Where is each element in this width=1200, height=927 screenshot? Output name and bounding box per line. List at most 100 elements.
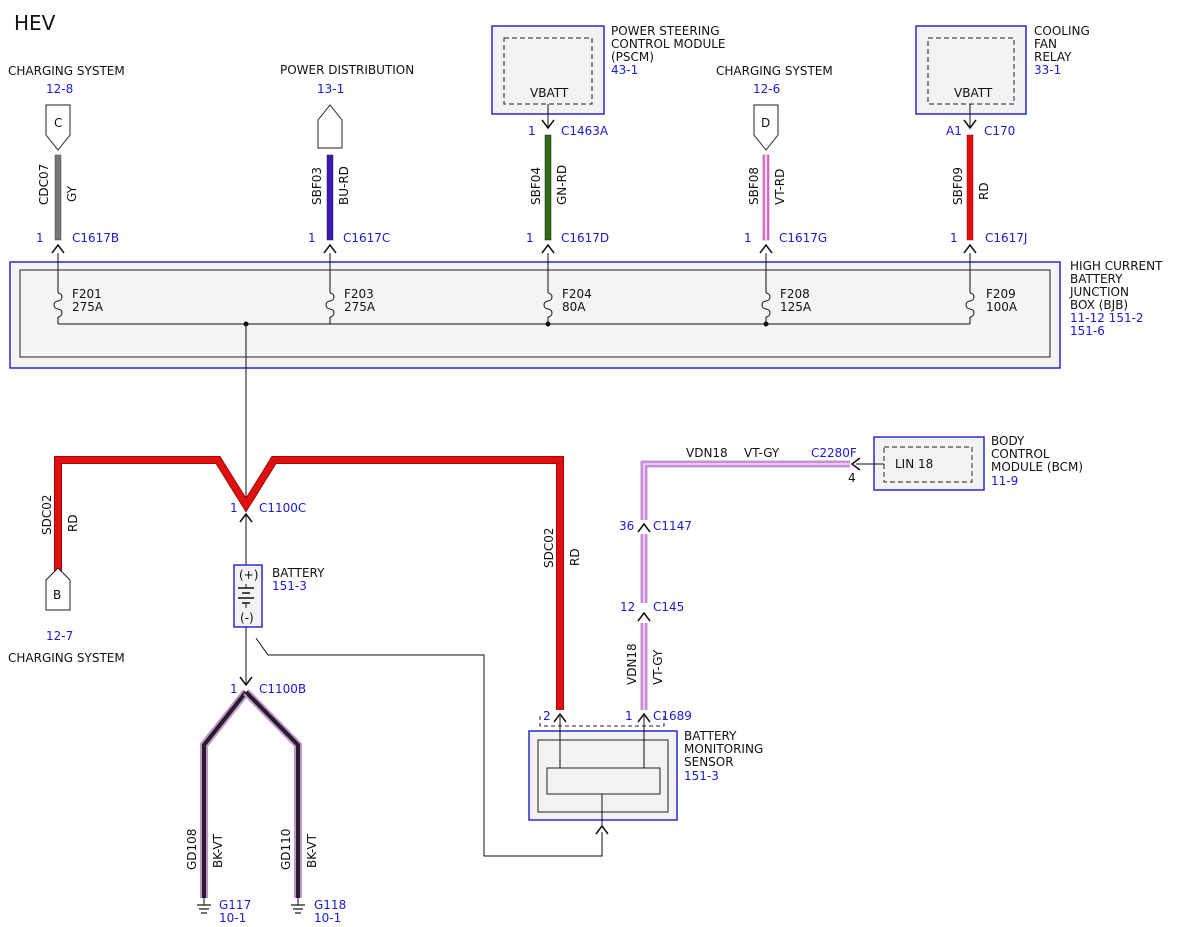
c170-connector: C170 xyxy=(984,124,1015,138)
battery-box xyxy=(233,564,263,628)
fuse-icon xyxy=(325,292,335,318)
sbf09-circuit: SBF09 xyxy=(951,167,965,205)
c1617d-pin: 1 xyxy=(526,231,534,245)
c1689-pin-right: 1 xyxy=(625,709,633,723)
bjb-label-1: HIGH CURRENT xyxy=(1070,259,1163,273)
c1463a-arrow-icon xyxy=(541,119,555,130)
wire-sbf09 xyxy=(966,134,974,241)
fuse-f204: F204 80A xyxy=(543,253,592,324)
battery: (+) (-) BATTERY 151-3 xyxy=(233,564,325,628)
sdc02-left-circuit: SDC02 xyxy=(40,494,54,535)
bcm-label-1: BODY xyxy=(991,434,1025,448)
fuse-f209-name: F209 xyxy=(986,287,1016,301)
fuse-f203: F203 275A xyxy=(325,253,376,324)
fuse-f208-rating: 125A xyxy=(780,300,812,314)
pscm-module: VBATT POWER STEERING CONTROL MODULE (PSC… xyxy=(491,24,726,254)
fuse-icon xyxy=(761,292,771,318)
bjb-label-2: BATTERY xyxy=(1070,272,1123,286)
c1617c-connector: C1617C xyxy=(343,231,390,245)
c145-connector: C145 xyxy=(653,600,684,614)
fan-relay-vbatt: VBATT xyxy=(954,86,993,100)
sdc02-right-circuit: SDC02 xyxy=(542,527,556,568)
bus-splice-dot xyxy=(545,321,551,327)
c1617j-pin: 1 xyxy=(950,231,958,245)
bms-module: 2 1 C1689 BATTERY MONITORING SENSOR 151-… xyxy=(528,709,763,826)
fuse-f208-name: F208 xyxy=(780,287,810,301)
vdn18-top-circuit: VDN18 xyxy=(686,446,728,460)
battery-sense-wire xyxy=(255,637,603,857)
sbf04-color: GN-RD xyxy=(555,165,569,205)
bms-connector-dashed xyxy=(539,716,665,727)
c1100b-connector: C1100B xyxy=(259,682,306,696)
c1689-connector: C1689 xyxy=(653,709,692,723)
fuse-f201-name: F201 xyxy=(72,287,102,301)
c1617b-pin: 1 xyxy=(36,231,44,245)
fuse-f209: F209 100A xyxy=(965,253,1018,324)
connector-d-letter: D xyxy=(761,116,770,130)
c1463a-pin: 1 xyxy=(528,124,536,138)
bus-splice-dot xyxy=(763,321,769,327)
battery-label: BATTERY xyxy=(272,566,325,580)
c1617b-arrow-icon xyxy=(51,243,65,254)
c1617j-connector: C1617J xyxy=(985,231,1027,245)
charging-system-c-ref: CHARGING SYSTEM 12-8 C CDC07 GY 1 C1617B xyxy=(8,64,125,254)
bcm-box xyxy=(873,436,985,491)
sbf09-color: RD xyxy=(977,182,991,200)
diagram-title: HEV xyxy=(14,11,56,35)
power-dist-ref: 13-1 xyxy=(317,82,344,96)
fuse-icon xyxy=(543,292,553,318)
fan-relay-label-1: COOLING xyxy=(1034,24,1090,38)
g117-ref: 10-1 xyxy=(219,911,246,925)
ground-icon xyxy=(291,904,305,914)
sbf03-circuit: SBF03 xyxy=(310,167,324,205)
sdc02-right-color: RD xyxy=(568,548,582,566)
battery-minus: (-) xyxy=(240,611,254,625)
fan-relay-label-2: FAN xyxy=(1034,37,1057,51)
cooling-fan-relay: VBATT COOLING FAN RELAY 33-1 A1 C170 SBF… xyxy=(915,24,1090,254)
c2280f-arrow-icon xyxy=(850,457,861,471)
charging-c-label: CHARGING SYSTEM xyxy=(8,64,125,78)
connector-b-letter: B xyxy=(53,588,61,602)
bcm-pin-name: LIN 18 xyxy=(895,457,933,471)
fuse-f209-rating: 100A xyxy=(986,300,1018,314)
c1617d-connector: C1617D xyxy=(561,231,609,245)
bjb-ref-2: 151-6 xyxy=(1070,324,1105,338)
cdc07-color: GY xyxy=(65,185,79,202)
fan-relay-inner-box xyxy=(927,37,1015,105)
connector-c-letter: C xyxy=(54,116,62,130)
gd110-circuit: GD110 xyxy=(279,829,293,870)
bms-label-3: SENSOR xyxy=(684,755,734,769)
c2280f-connector: C2280F xyxy=(811,446,857,460)
fuse-f203-rating: 275A xyxy=(344,300,376,314)
sbf08-color: VT-RD xyxy=(773,169,787,205)
wire-sbf03 xyxy=(326,154,334,241)
c170-pin: A1 xyxy=(946,124,962,138)
battery-ref: 151-3 xyxy=(272,579,307,593)
vdn18-vertical-circuit: VDN18 xyxy=(625,643,639,685)
pscm-vbatt: VBATT xyxy=(530,86,569,100)
pscm-label-2: CONTROL MODULE xyxy=(611,37,726,51)
fuse-f201: F201 275A xyxy=(53,253,104,324)
c1100c-pin: 1 xyxy=(230,501,238,515)
connector-c-shape xyxy=(45,104,71,151)
c145-pin: 12 xyxy=(620,600,635,614)
wire-sdc02 xyxy=(55,457,563,710)
bcm-module: LIN 18 BODY CONTROL MODULE (BCM) 11-9 4 … xyxy=(686,434,1083,491)
c170-arrow-icon xyxy=(963,119,977,130)
charging-d-label: CHARGING SYSTEM xyxy=(716,64,833,78)
c145-arrow-icon xyxy=(637,611,651,622)
bjb-outer-box xyxy=(9,261,1061,369)
bjb-label-3: JUNCTION xyxy=(1069,285,1129,299)
fan-relay-ref: 33-1 xyxy=(1034,63,1061,77)
bjb-label-4: BOX (BJB) xyxy=(1070,298,1128,312)
bjb-module: HIGH CURRENT BATTERY JUNCTION BOX (BJB) … xyxy=(9,253,1163,369)
ground-g118: G118 10-1 xyxy=(291,898,346,925)
c1617g-connector: C1617G xyxy=(779,231,827,245)
c1617d-arrow-icon xyxy=(541,243,555,254)
vdn18-vertical-color: VT-GY xyxy=(651,649,665,685)
sbf03-color: BU-RD xyxy=(337,166,351,205)
fuse-icon xyxy=(53,292,63,318)
ground-icon xyxy=(197,904,211,914)
ground-g117: G117 10-1 xyxy=(197,898,251,925)
